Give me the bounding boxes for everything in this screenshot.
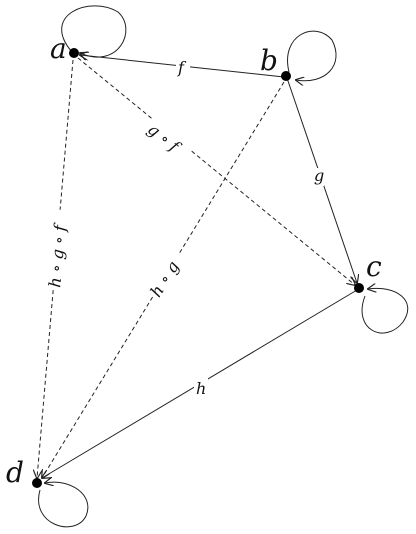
edge-g-compose-f [77, 57, 355, 285]
edge-f-label: f [177, 58, 187, 77]
node-c-label: c [366, 250, 382, 283]
identity-loop-c [361, 288, 409, 334]
identity-loop-d [38, 482, 89, 528]
edge-h-label: h [196, 379, 206, 398]
edge-h-compose-g-compose-f-label: h ∘ g ∘ f [45, 221, 70, 288]
edge-g-label: g [314, 166, 324, 185]
node-b-label: b [260, 44, 278, 77]
node-a-label: a [50, 32, 67, 65]
node-d-dot [32, 478, 42, 488]
node-d-label: d [6, 456, 24, 489]
identity-loop-b [287, 30, 337, 81]
node-c-dot [354, 283, 364, 293]
identity-loop-a [61, 5, 127, 57]
node-a-dot [69, 48, 79, 58]
node-b-dot [281, 71, 291, 81]
